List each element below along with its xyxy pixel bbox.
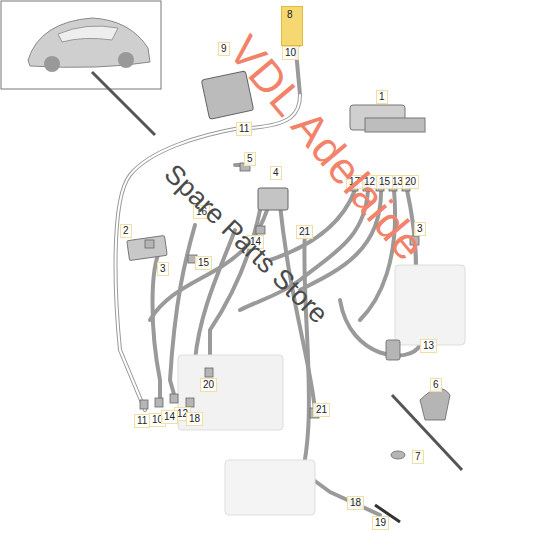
callout-number: 1: [376, 90, 388, 104]
callout-number: 18: [186, 412, 203, 426]
callout-number: 19: [372, 516, 389, 530]
callout-number: 11: [236, 122, 252, 136]
callout-number: 18: [347, 496, 364, 510]
callout-number: 8: [282, 7, 302, 22]
callout-number: 20: [402, 175, 419, 189]
callout-number: 13: [420, 339, 437, 353]
callout-number: 6: [430, 378, 442, 392]
callout-number: 10: [282, 46, 299, 60]
callout-number: 3: [157, 262, 169, 276]
callout-number: 15: [195, 256, 212, 270]
callout-number: 11: [134, 414, 150, 428]
callout-number: 21: [296, 225, 313, 239]
callout-number: 21: [313, 403, 330, 417]
highlighted-callout: 8: [281, 6, 303, 46]
callout-number: 4: [270, 166, 282, 180]
callout-number: 7: [412, 450, 424, 464]
callout-number: 2: [120, 224, 132, 238]
callout-number: 14: [161, 410, 178, 424]
callout-number: 5: [244, 152, 256, 166]
callout-number: 20: [200, 378, 217, 392]
